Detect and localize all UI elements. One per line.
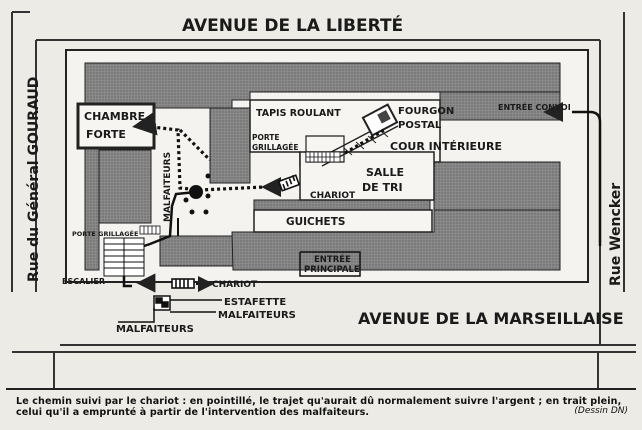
guichets-area	[253, 209, 433, 233]
label-entree-principale: ENTRÉE PRINCIPALE	[304, 253, 360, 275]
credit-text: (Dessin DN)	[574, 406, 628, 416]
street-east: Rue Wencker	[608, 183, 624, 286]
label-fourgon-line2: POSTAL	[398, 120, 442, 131]
label-pg-top-line1: PORTE	[252, 133, 280, 142]
junction-node	[189, 185, 203, 199]
label-pg-top-line2: GRILLAGÉE	[252, 143, 299, 152]
label-chambre-line2: FORTE	[86, 128, 126, 141]
label-ep-line2: PRINCIPALE	[304, 265, 360, 275]
porte-grillagee-bottom-icon	[139, 225, 161, 235]
escalier-icon	[103, 237, 145, 277]
estafette-vehicle	[153, 295, 171, 311]
label-malfaiteurs-right: MALFAITEURS	[218, 310, 296, 321]
label-salle-de-tri: SALLE DE TRI	[362, 166, 408, 194]
label-malfaiteurs-left: MALFAITEURS	[116, 324, 194, 335]
label-porte-grillagee-top: PORTE GRILLAGÉE	[252, 133, 299, 152]
label-chariot-bottom: CHARIOT	[212, 280, 258, 290]
caption-box: Le chemin suivi par le chariot : en poin…	[6, 388, 636, 428]
hatched-walls	[84, 62, 561, 271]
street-south: AVENUE DE LA MARSEILLAISE	[358, 309, 624, 328]
porte-grillagee-top-icon	[305, 151, 341, 163]
fourgon-postal-vehicle	[361, 103, 399, 137]
caption-text: Le chemin suivi par le chariot : en poin…	[16, 396, 622, 418]
label-cour-interieure: COUR INTÉRIEURE	[390, 140, 502, 153]
street-west: Rue du Général GOURAUD	[26, 77, 42, 282]
label-chambre: CHAMBRE FORTE	[84, 110, 149, 141]
label-fourgon-line1: FOURGON	[398, 106, 454, 117]
label-chambre-line1: CHAMBRE	[84, 110, 145, 123]
label-tapis-roulant: TAPIS ROULANT	[256, 108, 341, 119]
arrow-to-chambre	[132, 111, 158, 136]
label-malfaiteurs-vertical: MALFAITEURS	[163, 152, 173, 222]
label-estafette: ESTAFETTE	[224, 297, 286, 308]
chariot-icon-bottom	[171, 278, 195, 289]
label-salle-line2: DE TRI	[362, 181, 403, 194]
street-north: AVENUE DE LA LIBERTÉ	[182, 14, 403, 36]
label-ep-line1: ENTRÉE	[314, 253, 351, 265]
entree-principale-bracket	[299, 251, 361, 277]
label-guichets: GUICHETS	[286, 216, 345, 228]
label-chariot-top: CHARIOT	[310, 191, 356, 201]
label-salle-line1: SALLE	[366, 166, 404, 179]
malfaiteurs-markers	[183, 173, 211, 215]
chariot-icon-top	[277, 174, 301, 192]
label-porte-grillagee-bottom: PORTE GRILLAGÉE	[72, 229, 138, 238]
estafette-connectors	[118, 299, 222, 323]
label-escalier: ESCALIER	[62, 277, 105, 286]
solid-actual-route	[122, 110, 602, 288]
chambre-forte-room	[76, 102, 156, 150]
label-fourgon: FOURGON POSTAL	[398, 106, 458, 131]
label-entree-convoi: ENTRÉE CONVOI	[498, 101, 571, 112]
